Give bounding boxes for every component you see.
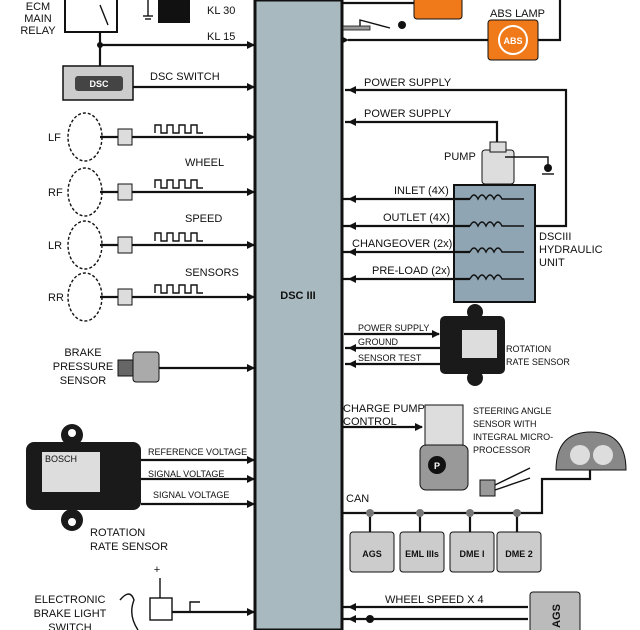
dsc-label: DSC III	[280, 290, 315, 302]
battery-icon	[143, 0, 190, 23]
charge-pump-label: CHARGE PUMP	[343, 403, 425, 415]
svg-text:RATE SENSOR: RATE SENSOR	[90, 541, 168, 553]
brake-pressure-sensor: BRAKE PRESSURE SENSOR	[53, 347, 160, 387]
svg-text:ELECTRONIC: ELECTRONIC	[35, 594, 106, 606]
svg-text:+: +	[154, 564, 160, 576]
svg-text:UNIT: UNIT	[539, 257, 565, 269]
power-supply-label-2: POWER SUPPLY	[364, 108, 452, 120]
svg-text:PUMP: PUMP	[444, 151, 476, 163]
dsc-control-module: DSC III	[253, 0, 344, 630]
wheel-label: LR	[48, 240, 62, 252]
wheel-sensor-rr: RR	[48, 272, 255, 322]
svg-text:ROTATION: ROTATION	[90, 527, 145, 539]
svg-text:PROCESSOR: PROCESSOR	[473, 445, 531, 455]
svg-text:SENSOR WITH: SENSOR WITH	[473, 419, 537, 429]
svg-text:DME I: DME I	[459, 549, 484, 559]
svg-text:ROTATION: ROTATION	[506, 344, 551, 354]
svg-text:BRAKE LIGHT: BRAKE LIGHT	[34, 608, 107, 620]
valve-label: INLET (4X)	[394, 185, 449, 197]
hydraulic-pump: PUMP	[444, 141, 515, 185]
abs-lamp: ABS	[487, 19, 539, 61]
steering-angle-sensor	[479, 467, 531, 497]
wheel-sensors: LF RF LR RR	[48, 112, 255, 322]
svg-text:P: P	[434, 461, 440, 471]
can-module-2: DME I	[449, 531, 495, 573]
rotation-rate-sensor-right: ROTATION RATE SENSOR	[440, 304, 570, 386]
signal-voltage-label-2: SIGNAL VOLTAGE	[153, 490, 229, 500]
dsc-switch: DSC	[62, 65, 134, 101]
rotation-rate-sensor-left: BOSCH	[26, 424, 141, 531]
ground-label: GROUND	[358, 337, 398, 347]
abs-lamp-label: ABS LAMP	[490, 8, 545, 20]
svg-text:DME 2: DME 2	[505, 549, 533, 559]
brake-light-switch: ELECTRONIC BRAKE LIGHT SWITCH +	[34, 564, 173, 630]
power-supply-label-1: POWER SUPPLY	[364, 77, 452, 89]
valve-label: PRE-LOAD (2x)	[372, 265, 450, 277]
svg-text:RATE SENSOR: RATE SENSOR	[506, 357, 570, 367]
kl30-label: KL 30	[207, 5, 235, 17]
dsc-switch-label: DSC SWITCH	[150, 71, 220, 83]
svg-text:RELAY: RELAY	[20, 25, 56, 37]
svg-text:SENSOR: SENSOR	[60, 375, 107, 387]
svg-text:AGS: AGS	[362, 549, 382, 559]
sensor-test-label: SENSOR TEST	[358, 353, 422, 363]
abs-icon: ABS	[503, 36, 522, 46]
can-module-3: DME 2	[496, 531, 542, 573]
signal-voltage-label: SIGNAL VOLTAGE	[148, 469, 224, 479]
steering-angle-label: STEERING ANGLE	[473, 406, 552, 416]
svg-text:BRAKE: BRAKE	[64, 347, 101, 359]
valve-lines: INLET (4X) OUTLET (4X) CHANGEOVER (2x) PRE-…	[343, 185, 524, 283]
svg-text:BOSCH: BOSCH	[45, 454, 77, 464]
svg-text:INTEGRAL MICRO-: INTEGRAL MICRO-	[473, 432, 553, 442]
svg-text:CONTROL: CONTROL	[343, 416, 397, 428]
wheel-speed-label: WHEEL SPEED X 4	[385, 594, 484, 606]
valve-label: CHANGEOVER (2x)	[352, 238, 452, 250]
sensors-label: SENSORS	[185, 267, 239, 279]
wheel-sensor-lf: LF	[48, 112, 255, 162]
can-module-1: EML IIIs	[399, 531, 445, 573]
svg-text:MAIN: MAIN	[24, 13, 52, 25]
wheel-sensor-rf: RF	[48, 167, 255, 217]
wheel-label: LF	[48, 132, 61, 144]
can-label: CAN	[346, 493, 369, 505]
can-bus-line	[343, 470, 592, 515]
wheel-label: RF	[48, 187, 63, 199]
svg-text:DSCIII: DSCIII	[539, 231, 571, 243]
svg-text:DSC: DSC	[89, 79, 109, 89]
wheel-sensor-lr: LR	[48, 220, 255, 270]
dsc-hydraulic-unit: DSCIII HYDRAULIC UNIT	[453, 184, 603, 303]
ground-icon	[542, 164, 554, 175]
svg-text:ECM: ECM	[26, 1, 50, 13]
svg-text:AGS: AGS	[551, 604, 563, 628]
wheel-label: RR	[48, 292, 64, 304]
svg-text:EML IIIs: EML IIIs	[405, 549, 439, 559]
reference-voltage-label: REFERENCE VOLTAGE	[148, 447, 247, 457]
warning-lamp	[413, 0, 463, 20]
valve-label: OUTLET (4X)	[383, 212, 450, 224]
can-module-0: AGS	[349, 531, 395, 573]
ags-module-bottom: AGS	[529, 591, 581, 630]
can-modules: AGS EML IIIs DME I DME 2	[349, 509, 542, 573]
wheel-label: WHEEL	[185, 157, 224, 169]
instrument-cluster	[555, 431, 627, 471]
ecm-main-relay: ECM MAIN RELAY	[20, 0, 118, 37]
charge-pump: P	[419, 404, 469, 491]
kl15-label: KL 15	[207, 31, 235, 43]
power-supply-label-3: POWER SUPPLY	[358, 323, 429, 333]
svg-text:HYDRAULIC: HYDRAULIC	[539, 244, 603, 256]
svg-text:PRESSURE: PRESSURE	[53, 361, 114, 373]
speed-label: SPEED	[185, 213, 222, 225]
svg-text:SWITCH: SWITCH	[48, 622, 91, 630]
